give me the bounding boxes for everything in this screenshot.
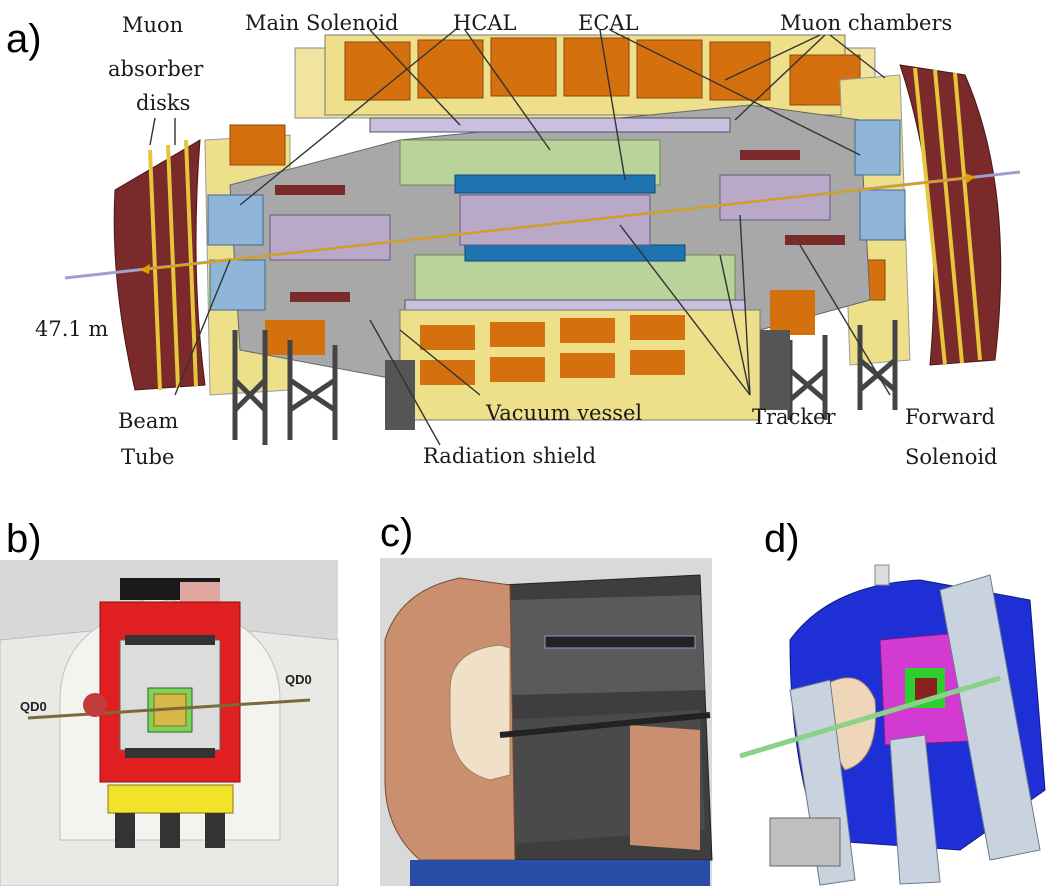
label-muon-absorber-line3: disks xyxy=(136,91,190,115)
radiation-shield-block-right xyxy=(760,330,790,410)
panel-d: d) xyxy=(739,517,1046,886)
magnet-left xyxy=(83,693,107,717)
label-forward-solenoid-line2: Solenoid xyxy=(905,445,998,469)
label-muon-absorber-line2: absorber xyxy=(108,57,204,81)
label-tracker: Tracker xyxy=(752,405,836,429)
label-beam-tube-line1: Beam xyxy=(118,409,178,433)
label-forward-solenoid-line1: Forward xyxy=(905,405,995,429)
label-qd0-right: QD0 xyxy=(285,672,312,687)
base-supports xyxy=(410,860,710,886)
label-radiation-shield: Radiation shield xyxy=(423,444,596,468)
beam-pipe-c xyxy=(499,712,711,738)
label-ecal: ECAL xyxy=(578,11,639,35)
beam-pipe-d xyxy=(739,675,1001,759)
top-block xyxy=(180,582,220,604)
label-beam-tube-line2: Tube xyxy=(121,445,174,469)
label-muon-chambers: Muon chambers xyxy=(780,11,952,35)
panel-c-letter: c) xyxy=(380,511,413,555)
panel-b: b) QD0 QD0 xyxy=(0,517,339,886)
panel-a-letter: a) xyxy=(6,17,42,61)
panel-a: a) xyxy=(6,11,1021,469)
length-arrow-left xyxy=(140,264,150,274)
panel-d-letter: d) xyxy=(764,517,800,561)
yellow-base xyxy=(107,784,234,814)
bottom-muon-chambers xyxy=(265,290,815,421)
label-length: 47.1 m xyxy=(35,317,108,341)
beam-pipe xyxy=(27,698,311,720)
panel-c: c) xyxy=(380,511,713,886)
top-muon-chambers xyxy=(294,34,876,119)
label-hcal: HCAL xyxy=(453,11,517,35)
label-vacuum-vessel: Vacuum vessel xyxy=(485,401,642,425)
right-absorber-disks xyxy=(899,64,1002,366)
label-main-solenoid: Main Solenoid xyxy=(245,11,398,35)
panel-b-letter: b) xyxy=(6,517,42,561)
label-muon-absorber-line1: Muon xyxy=(122,13,183,37)
label-qd0-left: QD0 xyxy=(20,699,47,714)
annotation-lines xyxy=(149,29,891,446)
length-arrow-right xyxy=(965,173,975,183)
radiation-shield-block xyxy=(385,360,415,430)
length-line xyxy=(139,176,976,271)
